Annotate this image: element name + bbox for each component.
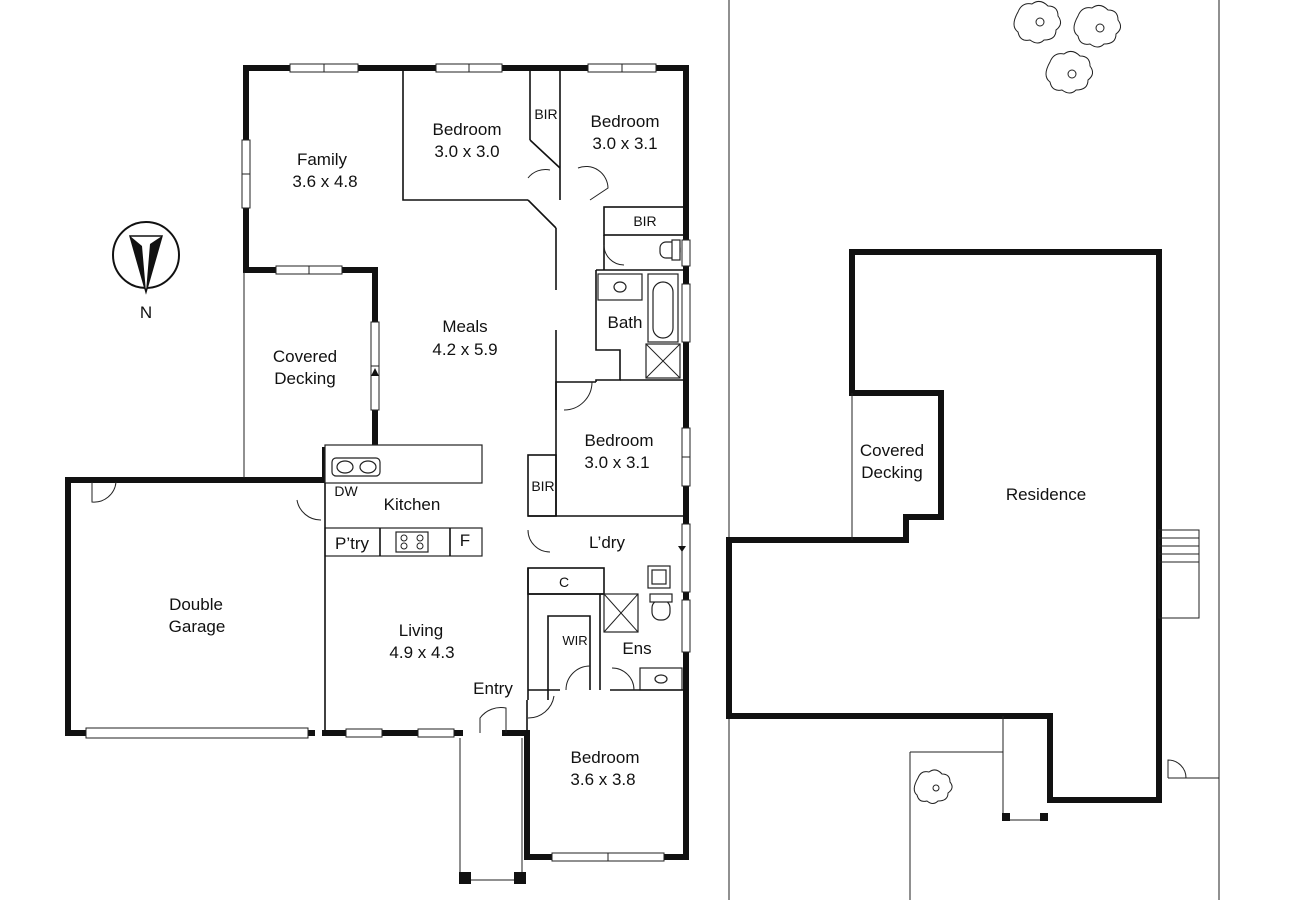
window [681, 283, 691, 343]
bedroom4-label: Bedroom [571, 748, 640, 767]
north-arrow-icon: N [112, 221, 180, 322]
cupboard-label: C [559, 574, 569, 590]
bedroom1-label: Bedroom [433, 120, 502, 139]
site-porch [1002, 716, 1048, 821]
pantry-label: P’try [335, 534, 370, 553]
fridge-label: F [460, 531, 470, 550]
bedroom2-label: Bedroom [591, 112, 660, 131]
bir3-label: BIR [531, 478, 554, 494]
window [345, 728, 383, 738]
entry-label: Entry [473, 679, 513, 698]
window [681, 599, 691, 653]
tree-icon [1013, 0, 1062, 44]
window [681, 523, 691, 593]
window [417, 728, 455, 738]
garage-label: Garage [169, 617, 226, 636]
meals-label: Meals [442, 317, 487, 336]
kitchen-label: Kitchen [384, 495, 441, 514]
wir-label: WIR [562, 633, 587, 648]
garage-door [85, 727, 309, 739]
exterior-wall [65, 447, 378, 736]
site-gate [1167, 759, 1219, 779]
site-steps [1158, 529, 1200, 619]
tree-icon [913, 769, 953, 804]
laundry-label: L’dry [589, 533, 625, 552]
covered-decking-label: Decking [274, 369, 335, 388]
residence-label: Residence [1006, 485, 1086, 504]
main-plan: Family 3.6 x 4.8 Bedroom 3.0 x 3.0 BIR B… [65, 63, 691, 884]
site-decking-label: Decking [861, 463, 922, 482]
garage-label: Double [169, 595, 223, 614]
toilet-icon [659, 239, 681, 261]
vanity-icon [639, 667, 683, 691]
bedroom4-size: 3.6 x 3.8 [570, 770, 635, 789]
sink-icon [331, 457, 381, 477]
tree-icon [1073, 4, 1122, 48]
interior-walls [91, 70, 685, 884]
family-label: Family [297, 150, 348, 169]
bedroom3-label: Bedroom [585, 431, 654, 450]
ensuite-label: Ens [622, 639, 651, 658]
compass-label: N [140, 303, 152, 322]
bedroom2-size: 3.0 x 3.1 [592, 134, 657, 153]
family-size: 3.6 x 4.8 [292, 172, 357, 191]
site-decking-label: Covered [860, 441, 924, 460]
toilet-icon [649, 593, 673, 621]
bir1-label: BIR [534, 106, 557, 122]
bedroom1-size: 3.0 x 3.0 [434, 142, 499, 161]
site-plan: Covered Decking Residence [726, 0, 1220, 900]
bedroom3-size: 3.0 x 3.1 [584, 453, 649, 472]
shower-icon [645, 343, 681, 379]
dw-label: DW [334, 483, 358, 499]
shower-icon [603, 593, 639, 633]
cooktop-icon [395, 531, 429, 553]
tree-icon [1045, 50, 1094, 94]
window [681, 239, 691, 267]
meals-size: 4.2 x 5.9 [432, 340, 497, 359]
bathtub-icon [647, 273, 679, 343]
bath-label: Bath [608, 313, 643, 332]
living-label: Living [399, 621, 443, 640]
living-size: 4.9 x 4.3 [389, 643, 454, 662]
laundry-tub-icon [647, 565, 671, 589]
covered-decking-label: Covered [273, 347, 337, 366]
residence-outline [726, 249, 1162, 803]
vanity-icon [597, 273, 643, 301]
bir2-label: BIR [633, 213, 656, 229]
